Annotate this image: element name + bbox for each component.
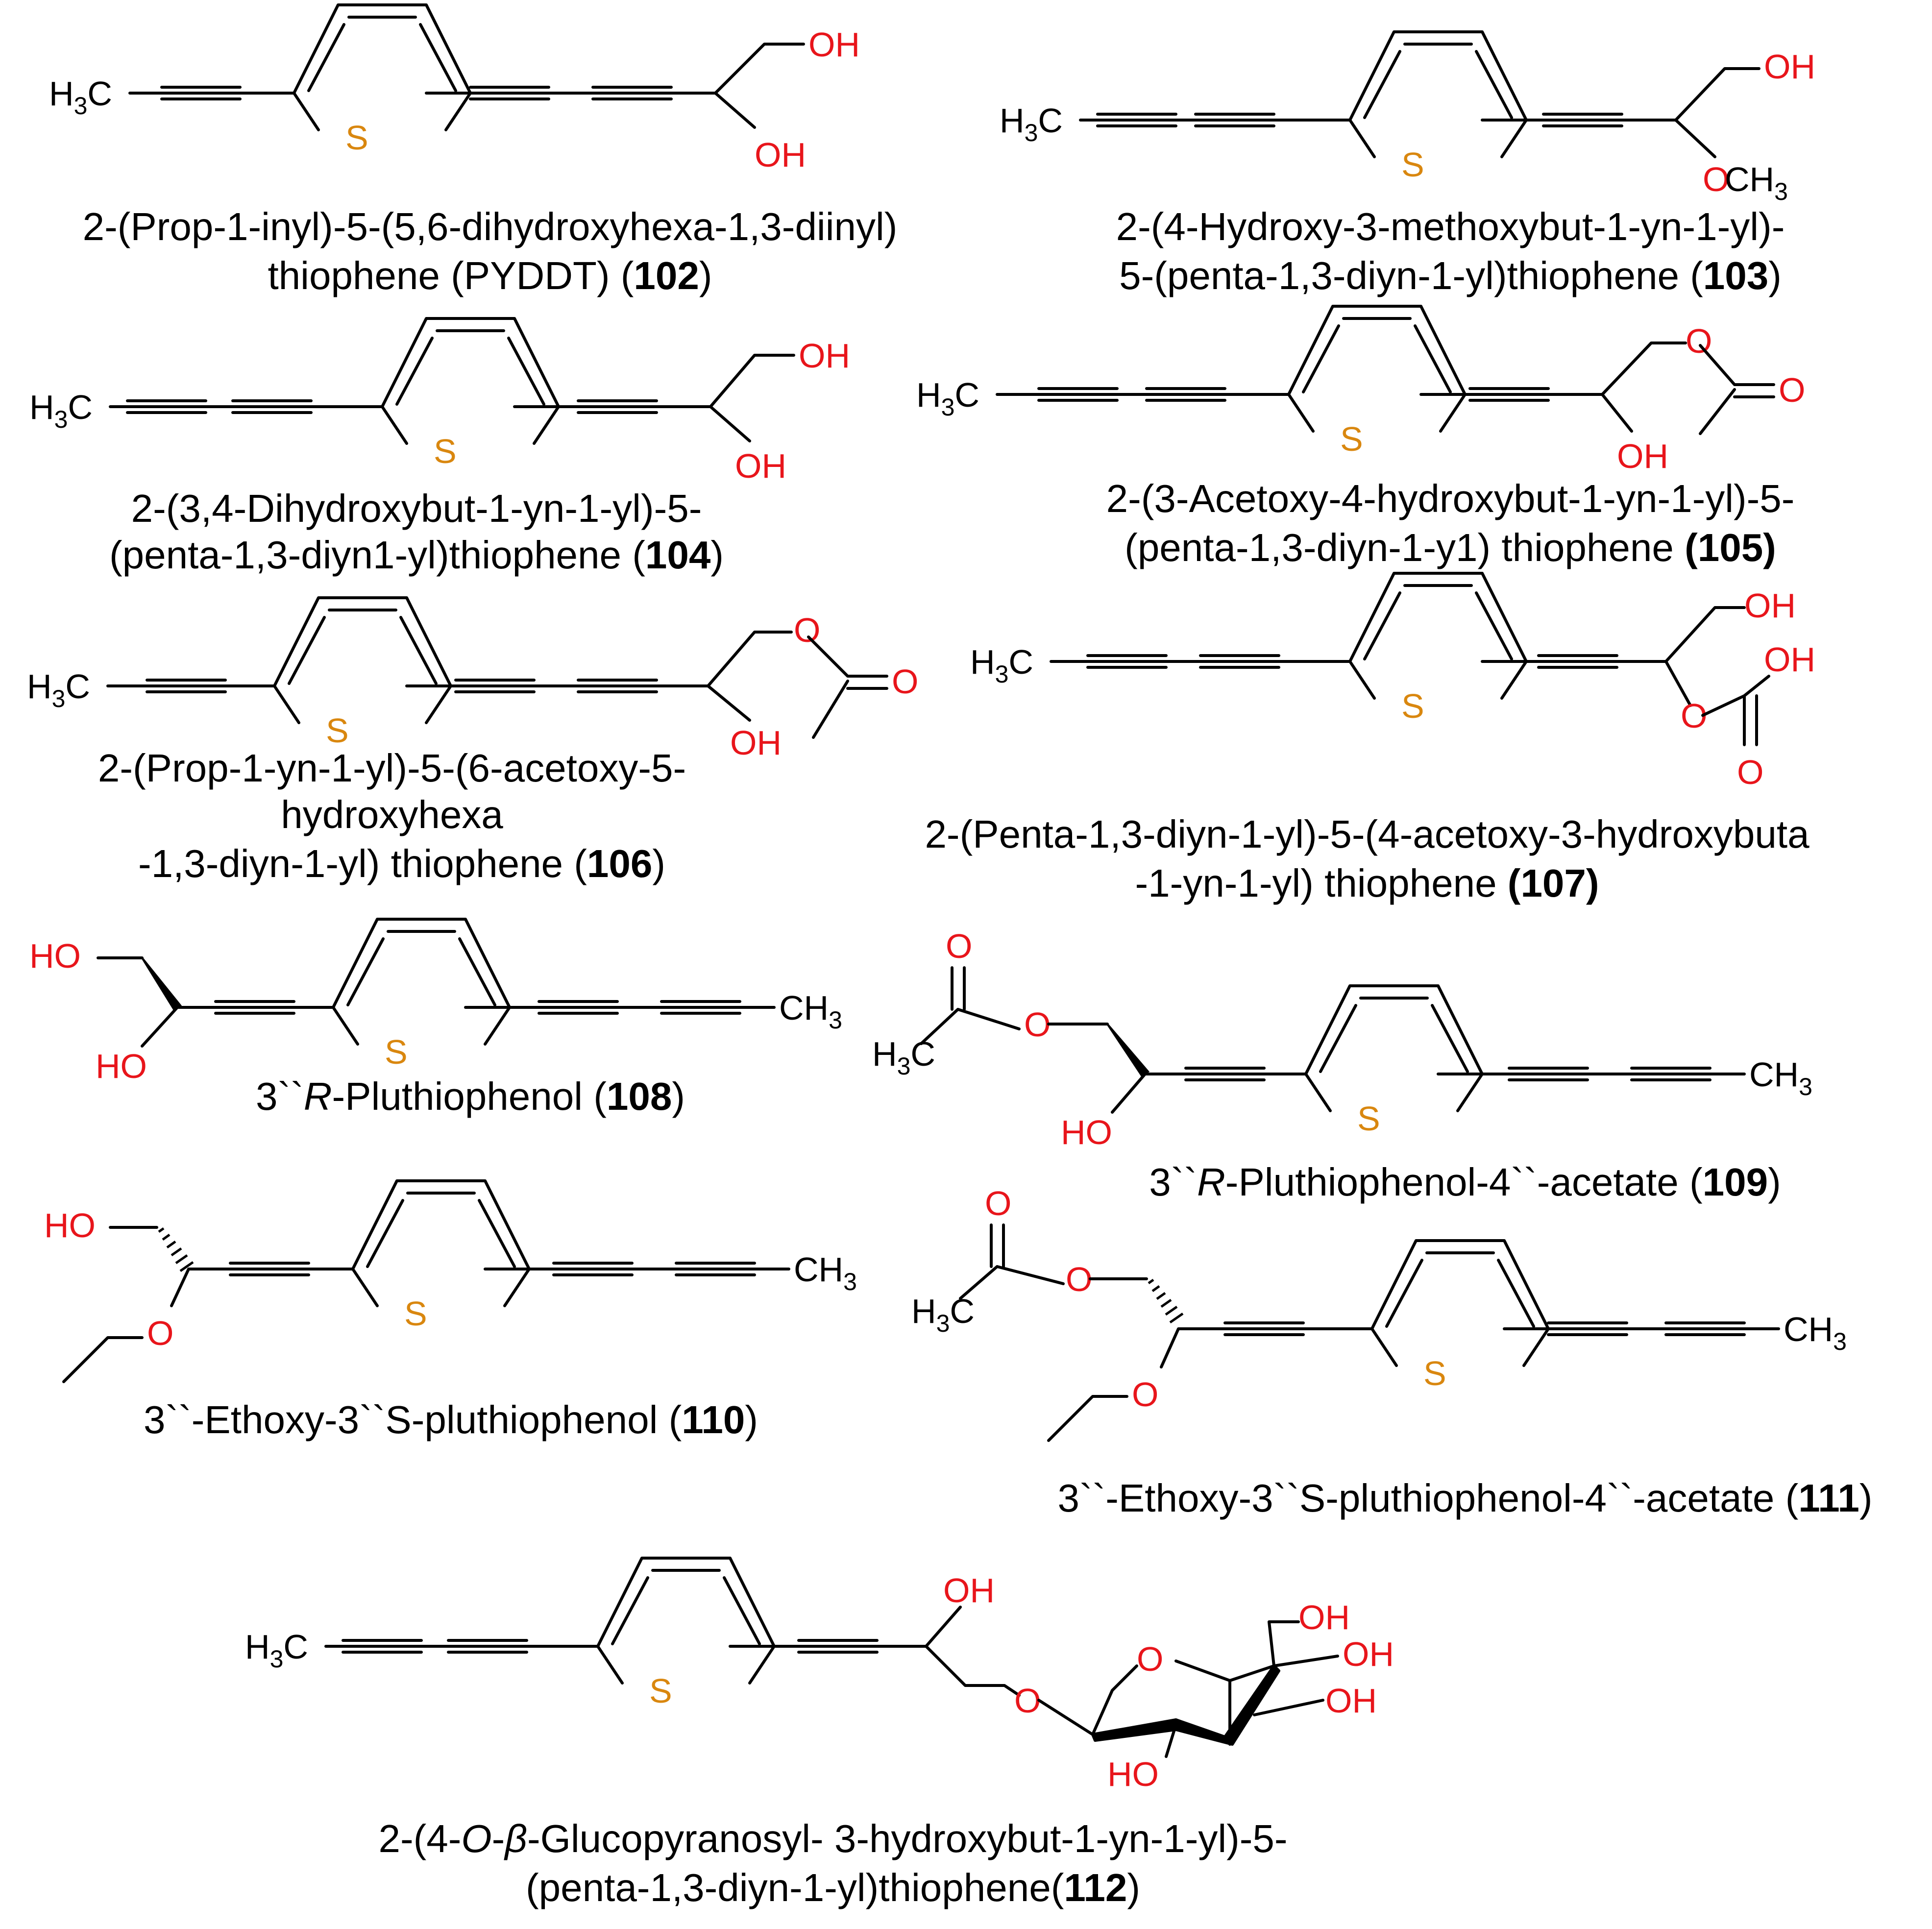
hydroxyl-label: OH <box>808 25 860 64</box>
caption-111: 3``-Ethoxy-3``S-pluthiophenol-4``-acetat… <box>1057 1476 1872 1520</box>
hydroxyl-label: HO <box>1107 1755 1159 1793</box>
hydroxyl-label: HO <box>1061 1113 1112 1151</box>
caption-106-line-2: hydroxyhexa <box>281 793 503 836</box>
structure-106: H3C S O O OH <box>27 598 918 762</box>
ring-oxygen-label: O <box>1137 1640 1163 1678</box>
caption-106-line-1: 2-(Prop-1-yn-1-yl)-5-(6-acetoxy-5- <box>98 746 686 790</box>
methoxy-methyl-label: CH3 <box>1725 160 1788 205</box>
methyl-label: H3C <box>27 667 90 712</box>
caption-110: 3``-Ethoxy-3``S-pluthiophenol (110) <box>144 1398 758 1441</box>
sulfur-label: S <box>1357 1099 1380 1138</box>
structure-104: H3C S OH OH <box>29 318 850 485</box>
structure-108: HO HO S CH3 <box>29 919 842 1085</box>
hydroxyl-label: OH <box>1764 48 1815 86</box>
hashed-bond <box>158 1227 194 1272</box>
methyl-label: H3C <box>49 74 112 120</box>
caption-102-line-2: thiophene (PYDDT) (102) <box>268 254 712 297</box>
methyl-label: H3C <box>245 1628 308 1673</box>
oxygen-label: O <box>1066 1260 1092 1298</box>
sulfur-label: S <box>1423 1354 1446 1392</box>
methyl-label: CH3 <box>1749 1055 1812 1100</box>
methyl-label: CH3 <box>1784 1310 1847 1355</box>
structure-103: H3C S OH O CH3 <box>1000 32 1815 205</box>
methyl-label: H3C <box>1000 101 1063 147</box>
structure-110: HO O S CH3 <box>44 1181 857 1383</box>
caption-107-line-1: 2-(Penta-1,3-diyn-1-yl)-5-(4-acetoxy-3-h… <box>925 812 1810 856</box>
hydroxyl-label: OH <box>1764 640 1815 679</box>
methyl-label: H3C <box>29 388 93 433</box>
sulfur-label: S <box>1401 146 1424 184</box>
caption-103-line-2: 5-(penta-1,3-diyn-1-yl)thiophene (103) <box>1119 254 1782 297</box>
hydroxyl-label: HO <box>44 1206 96 1245</box>
oxygen-label: O <box>985 1184 1011 1222</box>
oxygen-label: O <box>1132 1375 1158 1414</box>
caption-108: 3``R-Pluthiophenol (108) <box>256 1074 685 1118</box>
wedge-bond <box>141 957 182 1011</box>
hydroxyl-label: OH <box>1298 1598 1350 1636</box>
chair-front-bonds <box>1091 1664 1280 1746</box>
sulfur-label: S <box>1401 687 1424 725</box>
methyl-label: CH3 <box>794 1250 857 1295</box>
caption-104-line-2: (penta-1,3-diyn1-yl)thiophene (104) <box>109 533 724 577</box>
sulfur-label: S <box>649 1672 672 1710</box>
sulfur-label: S <box>385 1033 408 1071</box>
oxygen-label: O <box>1024 1005 1051 1044</box>
caption-104-line-1: 2-(3,4-Dihydroxybut-1-yn-1-yl)-5- <box>131 487 702 530</box>
caption-109: 3``R-Pluthiophenol-4``-acetate (109) <box>1149 1160 1781 1204</box>
structure-102: H3C S OH OH <box>49 5 860 174</box>
oxygen-label: O <box>1737 753 1763 791</box>
structure-107: H3C S OH O OH O <box>970 573 1815 791</box>
methyl-label: H3C <box>970 643 1033 688</box>
caption-107-line-2: -1-yn-1-yl) thiophene (107) <box>1135 861 1599 905</box>
hydroxyl-label: OH <box>755 136 806 174</box>
structure-111: O H3C O O S CH3 <box>911 1184 1847 1442</box>
structure-105: H3C S O O OH <box>916 306 1805 475</box>
caption-105-line-2: (penta-1,3-diyn-1-y1) thiophene (105) <box>1125 526 1776 569</box>
methoxy-label: O <box>1703 160 1729 198</box>
caption-102-line-1: 2-(Prop-1-inyl)-5-(5,6-dihydroxyhexa-1,3… <box>83 205 898 248</box>
caption-106-line-3: -1,3-diyn-1-yl) thiophene (106) <box>138 842 665 885</box>
sulfur-label: S <box>1340 420 1363 458</box>
oxygen-label: O <box>1014 1682 1041 1720</box>
methyl-label: H3C <box>872 1035 935 1080</box>
hydroxyl-label: HO <box>29 937 81 975</box>
hydroxyl-label: OH <box>1744 586 1796 625</box>
caption-112-line-2: (penta-1,3-diyn-1-yl)thiophene(112) <box>526 1866 1140 1909</box>
oxygen-label: O <box>147 1314 173 1352</box>
caption-112-line-1: 2-(4-O-β-Glucopyranosyl- 3-hydroxybut-1-… <box>378 1817 1287 1860</box>
sulfur-label: S <box>326 711 349 750</box>
methyl-label: H3C <box>916 376 979 421</box>
hydroxyl-label: OH <box>799 337 850 375</box>
structure-112: H3C S OH O O OH OH OH HO <box>245 1558 1394 1793</box>
hashed-bond <box>1148 1278 1184 1324</box>
caption-105-line-1: 2-(3-Acetoxy-4-hydroxybut-1-yn-1-yl)-5- <box>1106 477 1795 520</box>
wedge-bond <box>1106 1023 1150 1077</box>
sulfur-label: S <box>404 1294 427 1333</box>
methyl-label: H3C <box>911 1292 975 1337</box>
caption-103-line-1: 2-(4-Hydroxy-3-methoxybut-1-yn-1-yl)- <box>1116 205 1785 248</box>
methyl-label: CH3 <box>779 989 842 1034</box>
hydroxyl-label: OH <box>943 1571 995 1610</box>
oxygen-label: O <box>946 927 972 965</box>
hydroxyl-label: OH <box>1617 437 1668 475</box>
hydroxyl-label: OH <box>1343 1635 1394 1673</box>
hydroxyl-label: OH <box>730 724 782 762</box>
sulfur-label: S <box>434 432 457 470</box>
oxygen-label: O <box>892 662 918 701</box>
structure-109: O H3C O HO S CH3 <box>872 927 1812 1151</box>
hydroxyl-label: OH <box>1325 1682 1377 1720</box>
hydroxyl-label: OH <box>735 447 786 485</box>
hydroxyl-label: HO <box>96 1047 147 1085</box>
oxygen-label: O <box>1779 371 1805 409</box>
sulfur-label: S <box>345 119 368 157</box>
